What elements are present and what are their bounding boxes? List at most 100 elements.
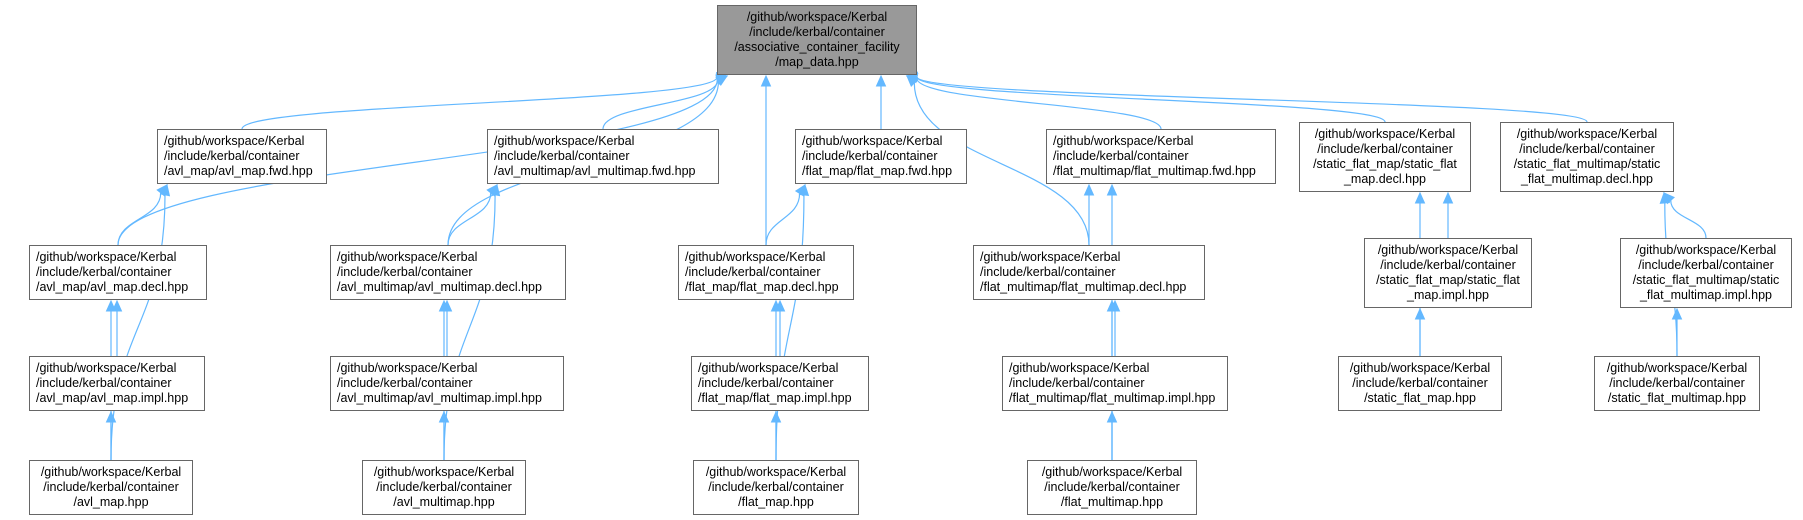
node-label-line: /github/workspace/Kerbal xyxy=(40,465,182,479)
node-label-line: /include/kerbal/container xyxy=(1352,376,1488,390)
node-label-line: /github/workspace/Kerbal xyxy=(1516,127,1658,141)
edge-arrowhead xyxy=(715,75,729,86)
edge-arrowhead xyxy=(770,410,782,423)
node-label-line: /github/workspace/Kerbal xyxy=(1053,134,1194,148)
edge-arrowhead xyxy=(1106,410,1118,423)
node-flat-map-impl-hpp[interactable]: /github/workspace/Kerbal/include/kerbal/… xyxy=(691,356,869,411)
node-label-line: /include/kerbal/container xyxy=(1519,142,1655,156)
node-flat-multimap-fwd-hpp[interactable]: /github/workspace/Kerbal/include/kerbal/… xyxy=(1046,129,1276,184)
node-flat-map-hpp[interactable]: /github/workspace/Kerbal/include/kerbal/… xyxy=(693,460,859,515)
edge-line xyxy=(602,79,719,130)
node-label-line: /github/workspace/Kerbal xyxy=(685,250,826,264)
node-label-line: /include/kerbal/container xyxy=(685,265,821,279)
node-avl-map-impl-hpp[interactable]: /github/workspace/Kerbal/include/kerbal/… xyxy=(29,356,205,411)
node-label-line: /avl_map/avl_map.fwd.hpp xyxy=(164,164,313,178)
edge-arrowhead xyxy=(1414,191,1426,204)
node-label-line: /github/workspace/Kerbal xyxy=(802,134,943,148)
node-label-line: /include/kerbal/container xyxy=(1009,376,1145,390)
edge-arrowhead xyxy=(1659,191,1671,204)
node-static-flat-multimap-impl-hpp[interactable]: /github/workspace/Kerbal/include/kerbal/… xyxy=(1620,238,1792,308)
edge-arrowhead xyxy=(1083,183,1095,196)
node-avl-multimap-hpp[interactable]: /github/workspace/Kerbal/include/kerbal/… xyxy=(362,460,526,515)
node-label-line: /flat_map/flat_map.impl.hpp xyxy=(698,391,852,405)
edge-arrowhead xyxy=(438,299,450,312)
node-static-flat-multimap-hpp[interactable]: /github/workspace/Kerbal/include/kerbal/… xyxy=(1594,356,1760,411)
edge-line xyxy=(916,76,1386,123)
node-avl-multimap-decl-hpp[interactable]: /github/workspace/Kerbal/include/kerbal/… xyxy=(330,245,566,300)
node-label-line: /github/workspace/Kerbal xyxy=(698,361,839,375)
node-label-line: /static_flat_multimap/static xyxy=(1632,273,1780,287)
node-label-line: /github/workspace/Kerbal xyxy=(1349,361,1491,375)
edge-arrowhead xyxy=(770,299,782,312)
node-label-line: /associative_container_facility xyxy=(734,40,900,54)
node-avl-map-decl-hpp[interactable]: /github/workspace/Kerbal/include/kerbal/… xyxy=(29,245,207,300)
node-label-line: /include/kerbal/container xyxy=(980,265,1116,279)
edge-arrowhead xyxy=(760,74,772,87)
node-avl-multimap-fwd-hpp[interactable]: /github/workspace/Kerbal/include/kerbal/… xyxy=(487,129,719,184)
node-label-line: /include/kerbal/container xyxy=(43,480,179,494)
node-label-line: /avl_multimap.hpp xyxy=(393,495,495,509)
node-label-line: /github/workspace/Kerbal xyxy=(1377,243,1519,257)
node-label-line: /github/workspace/Kerbal xyxy=(337,361,478,375)
node-avl-multimap-impl-hpp[interactable]: /github/workspace/Kerbal/include/kerbal/… xyxy=(330,356,564,411)
node-label-line: _map.impl.hpp xyxy=(1407,288,1489,302)
edge-arrowhead xyxy=(875,74,887,87)
edge-line xyxy=(447,192,492,246)
node-flat-map-decl-hpp[interactable]: /github/workspace/Kerbal/include/kerbal/… xyxy=(678,245,854,300)
node-map-data-hpp[interactable]: /github/workspace/Kerbal/include/kerbal/… xyxy=(717,5,917,75)
edge-line xyxy=(241,76,718,130)
node-label-line: /flat_multimap/flat_multimap.impl.hpp xyxy=(1009,391,1216,405)
edge-arrowhead xyxy=(105,299,117,312)
node-static-flat-multimap-decl-hpp[interactable]: /github/workspace/Kerbal/include/kerbal/… xyxy=(1500,122,1674,192)
node-static-flat-map-impl-hpp[interactable]: /github/workspace/Kerbal/include/kerbal/… xyxy=(1364,238,1532,308)
node-label-line: /github/workspace/Kerbal xyxy=(36,250,177,264)
node-label-line: /github/workspace/Kerbal xyxy=(373,465,515,479)
edge-arrowhead xyxy=(1106,299,1118,312)
edge-line xyxy=(110,194,166,461)
node-label-line: /flat_multimap/flat_multimap.decl.hpp xyxy=(980,280,1187,294)
node-label-line: /include/kerbal/container xyxy=(698,376,834,390)
node-flat-map-fwd-hpp[interactable]: /github/workspace/Kerbal/include/kerbal/… xyxy=(795,129,967,184)
node-avl-map-hpp[interactable]: /github/workspace/Kerbal/include/kerbal/… xyxy=(29,460,193,515)
node-label-line: /github/workspace/Kerbal xyxy=(337,250,478,264)
edge-arrowhead xyxy=(159,183,171,197)
node-static-flat-map-hpp[interactable]: /github/workspace/Kerbal/include/kerbal/… xyxy=(1338,356,1502,411)
node-flat-multimap-decl-hpp[interactable]: /github/workspace/Kerbal/include/kerbal/… xyxy=(973,245,1205,300)
node-label-line: /include/kerbal/container xyxy=(1638,258,1774,272)
edge-arrowhead xyxy=(906,75,919,88)
edge-arrowhead xyxy=(798,183,810,196)
node-label-line: /avl_multimap/avl_multimap.impl.hpp xyxy=(337,391,542,405)
node-label-line: /include/kerbal/container xyxy=(1053,149,1189,163)
node-label-line: /github/workspace/Kerbal xyxy=(1314,127,1456,141)
node-label-line: /static_flat_map/static_flat xyxy=(1313,157,1457,171)
edge-arrowhead xyxy=(489,183,501,197)
node-label-line: /static_flat_multimap.hpp xyxy=(1607,391,1747,405)
node-label-line: /github/workspace/Kerbal xyxy=(746,10,888,24)
node-flat-multimap-hpp[interactable]: /github/workspace/Kerbal/include/kerbal/… xyxy=(1027,460,1197,515)
node-label-line: /include/kerbal/container xyxy=(708,480,844,494)
node-label-line: /github/workspace/Kerbal xyxy=(494,134,635,148)
node-static-flat-map-decl-hpp[interactable]: /github/workspace/Kerbal/include/kerbal/… xyxy=(1299,122,1471,192)
edge-arrowhead xyxy=(1414,307,1426,320)
node-label-line: /include/kerbal/container xyxy=(1317,142,1453,156)
node-label-line: /flat_multimap/flat_multimap.fwd.hpp xyxy=(1053,164,1256,178)
node-label-line: /include/kerbal/container xyxy=(749,25,885,39)
node-label-line: /github/workspace/Kerbal xyxy=(164,134,305,148)
node-label-line: /github/workspace/Kerbal xyxy=(705,465,847,479)
edge-arrowhead xyxy=(1106,183,1118,196)
node-flat-multimap-impl-hpp[interactable]: /github/workspace/Kerbal/include/kerbal/… xyxy=(1002,356,1228,411)
node-label-line: /flat_map.hpp xyxy=(738,495,814,509)
node-label-line: /include/kerbal/container xyxy=(494,149,630,163)
edge-line xyxy=(916,77,1162,130)
node-label-line: /avl_map.hpp xyxy=(73,495,149,509)
node-label-line: /include/kerbal/container xyxy=(337,376,473,390)
edge-line xyxy=(1670,200,1707,239)
node-label-line: /include/kerbal/container xyxy=(802,149,938,163)
node-avl-map-fwd-hpp[interactable]: /github/workspace/Kerbal/include/kerbal/… xyxy=(157,129,327,184)
node-label-line: /flat_map/flat_map.fwd.hpp xyxy=(802,164,953,178)
node-label-line: /avl_map/avl_map.impl.hpp xyxy=(36,391,189,405)
node-label-line: /avl_multimap/avl_multimap.decl.hpp xyxy=(337,280,542,294)
node-label-line: _map.decl.hpp xyxy=(1343,172,1426,186)
